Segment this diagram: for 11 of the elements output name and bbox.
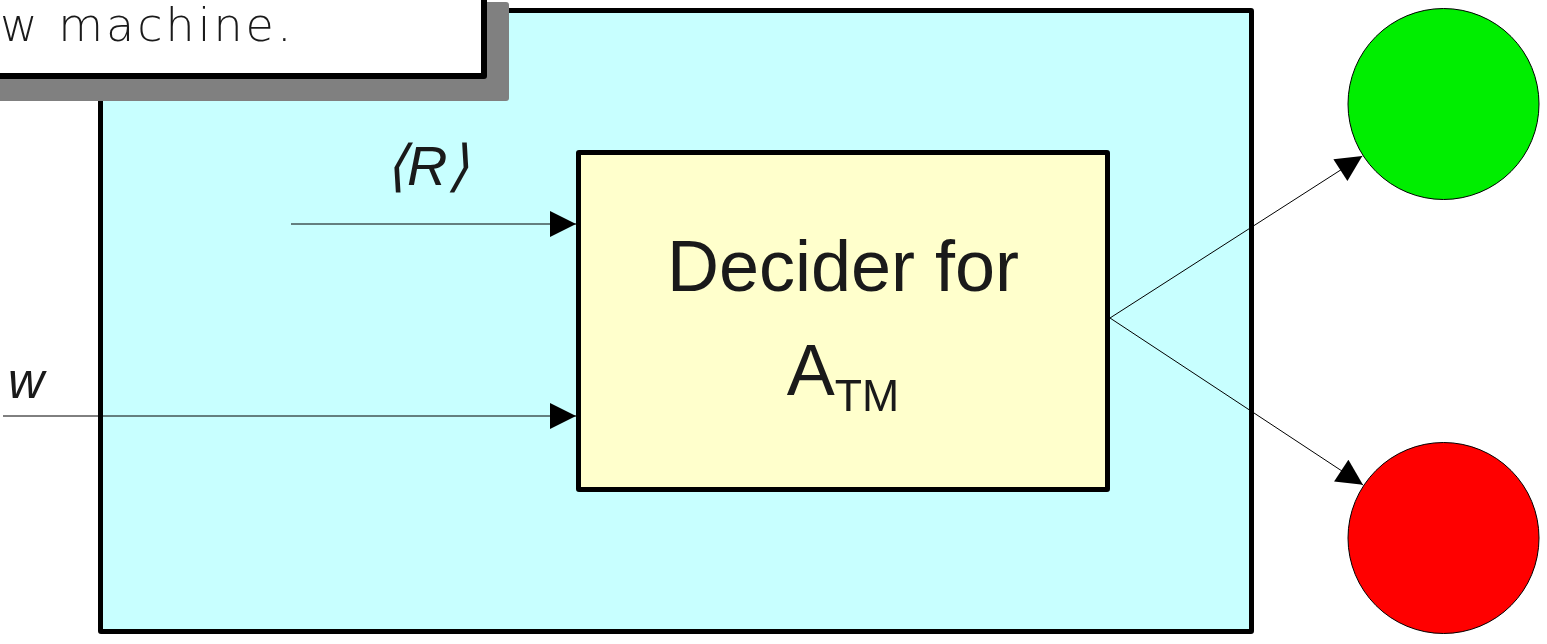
edge-label: w — [8, 356, 45, 406]
arrow — [1109, 317, 1364, 486]
note-text: w machine. — [0, 0, 295, 55]
circle — [1347, 7, 1540, 201]
edge-label: ⟨R⟩ — [385, 138, 470, 194]
decider-box — [576, 150, 1110, 492]
arrow — [1109, 155, 1363, 319]
circle — [1347, 441, 1540, 635]
arrow — [2, 403, 577, 429]
decider-label: Decider for A$_{TM}$ — [665, 224, 1021, 422]
arrow — [290, 211, 577, 237]
